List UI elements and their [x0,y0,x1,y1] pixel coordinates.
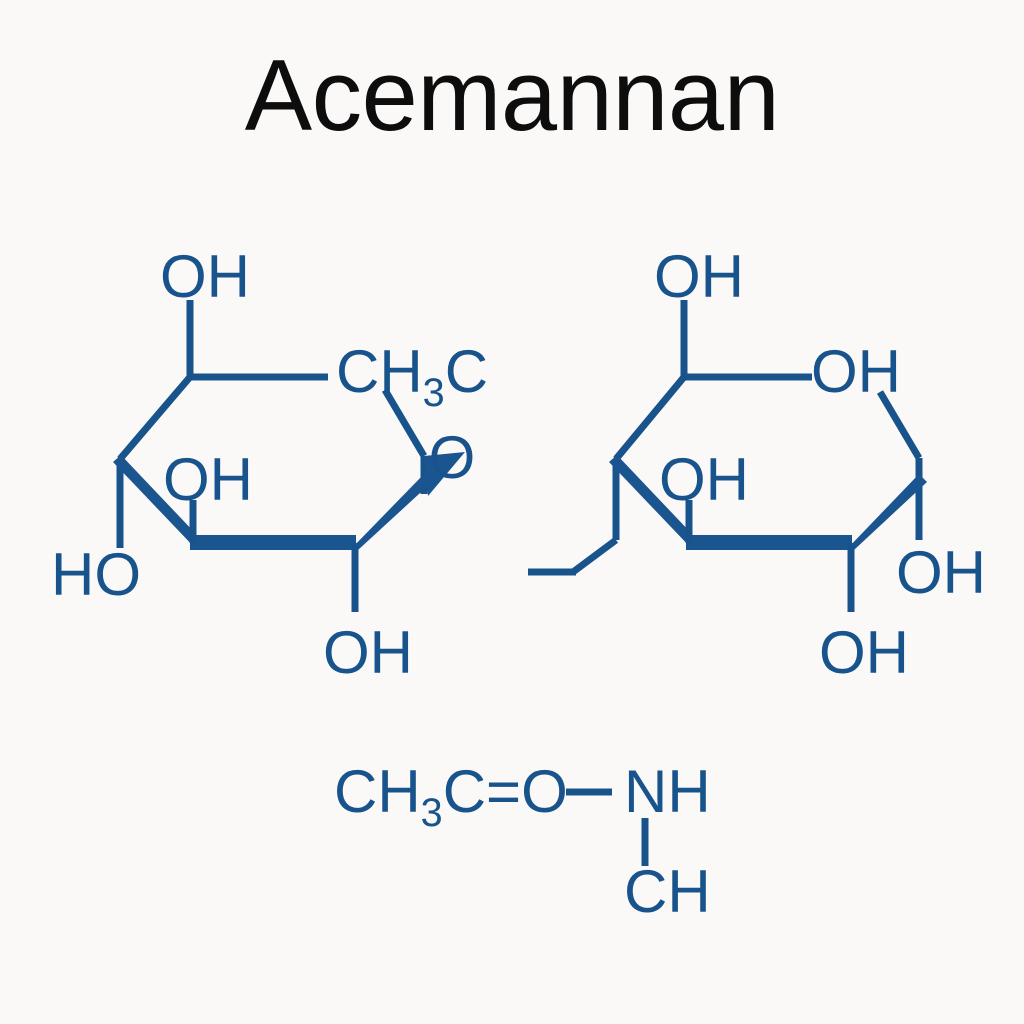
label-left-ch3c: CH3C [336,338,488,415]
bond-left-front-bottom [190,535,356,550]
label-right-top-oh: OH [654,243,744,310]
label-left-bottom-oh: OH [323,619,413,686]
label-left-mid-oh: OH [163,446,253,513]
bond-left-ring-upper-left [117,374,193,462]
label-acetamido-ch3c: CH3C=O [334,758,568,835]
bond-right-ring-upper-left [613,374,687,462]
bond-right-front-bottom [686,535,852,550]
right-pyranose-ring: OH OH OH OH OH [528,243,986,686]
bond-left-front-right-wedge [350,474,432,550]
bond-right-ring-upper-right [876,390,923,460]
label-right-bottom-oh: OH [819,619,909,686]
bond-right-front-right-wedge [846,474,927,550]
label-acetamido-nh: NH [624,758,711,825]
bond-right-chain-diagonal [570,537,619,575]
page-title: Acemannan [244,40,780,152]
label-left-top-oh: OH [160,243,250,310]
label-left-ring-o: O [429,424,476,491]
label-acetamido-ch: CH [624,858,711,925]
acetamido-fragment: CH3C=O NH CH [334,758,711,925]
label-right-lower-right-oh: OH [896,539,986,606]
bond-right-front-left-wedge [609,455,692,549]
bond-left-front-left-wedge [113,455,196,549]
left-pyranose-ring: OH CH3C O OH HO OH [51,243,488,686]
bond-left-ring-upper-right [381,388,428,458]
label-left-ho: HO [51,541,141,608]
label-right-mid-oh: OH [659,446,749,513]
bond-left-o-wedge-tail [424,452,465,496]
label-right-side-oh: OH [811,338,901,405]
